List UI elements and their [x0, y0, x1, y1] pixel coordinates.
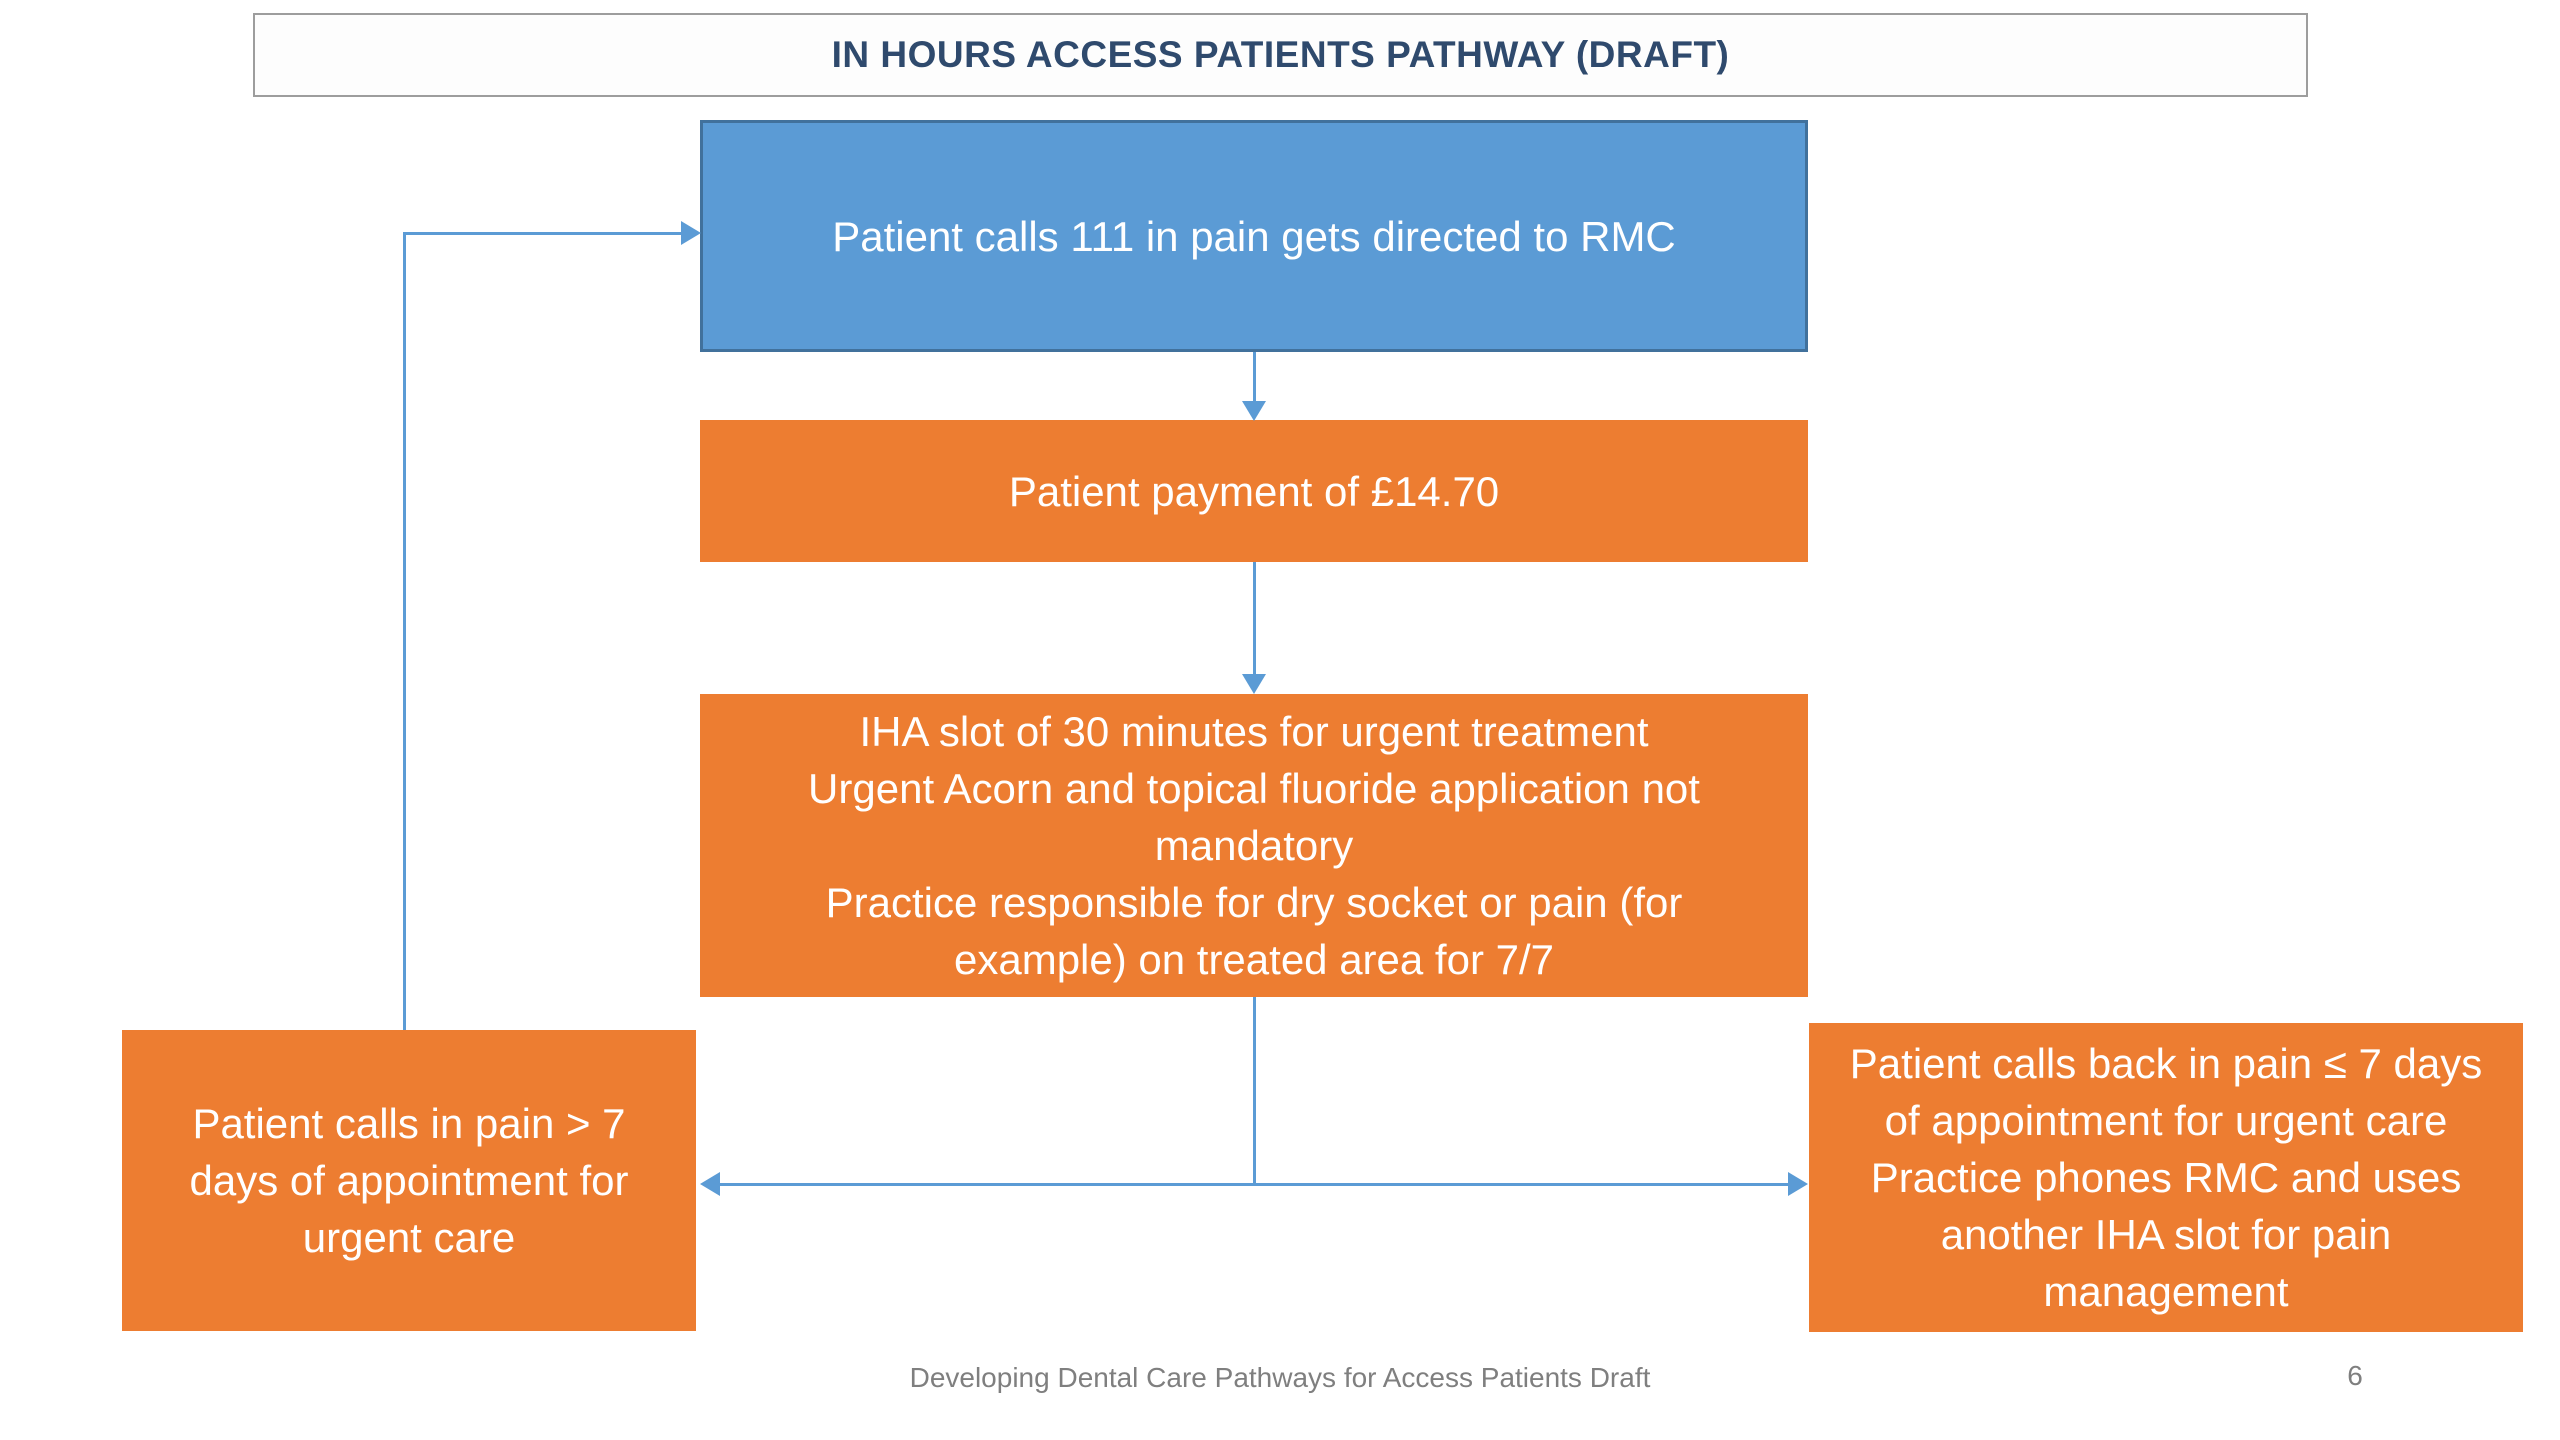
connector-payment-to-iha-line — [1253, 562, 1256, 675]
node-iha-slot-line-2: Urgent Acorn and topical fluoride applic… — [808, 765, 1700, 869]
arrowhead-down-payment-icon — [1242, 401, 1266, 421]
node-early-caller-line-1: Patient calls back in pain ≤ 7 days of a… — [1849, 1040, 2483, 1144]
node-iha-slot-line-1: IHA slot of 30 minutes for urgent treatm… — [859, 708, 1649, 755]
page-number: 6 — [2347, 1360, 2363, 1391]
node-patient-calls-111-label: Patient calls 111 in pain gets directed … — [832, 212, 1676, 260]
connector-loopback-horizontal — [403, 232, 683, 235]
node-late-caller: Patient calls in pain > 7 days of appoin… — [122, 1030, 696, 1331]
page-title: IN HOURS ACCESS PATIENTS PATHWAY (DRAFT) — [831, 34, 1730, 75]
footer-caption: Developing Dental Care Pathways for Acce… — [909, 1362, 1651, 1393]
node-patient-payment: Patient payment of £14.70 — [700, 420, 1808, 562]
node-patient-payment-label: Patient payment of £14.70 — [1008, 467, 1500, 515]
arrowhead-right-early-caller-icon — [1788, 1172, 1808, 1196]
title-banner: IN HOURS ACCESS PATIENTS PATHWAY (DRAFT) — [253, 13, 2308, 97]
node-early-caller: Patient calls back in pain ≤ 7 days of a… — [1809, 1023, 2523, 1332]
node-patient-calls-111: Patient calls 111 in pain gets directed … — [700, 120, 1808, 352]
connector-iha-split-stem — [1253, 997, 1256, 1185]
connector-iha-split-horizontal — [718, 1183, 1790, 1186]
arrowhead-down-iha-icon — [1242, 674, 1266, 694]
node-iha-slot: IHA slot of 30 minutes for urgent treatm… — [700, 694, 1808, 997]
node-early-caller-line-2: Practice phones RMC and uses another IHA… — [1870, 1154, 2462, 1315]
arrowhead-left-late-caller-icon — [700, 1172, 720, 1196]
arrowhead-right-call111-icon — [681, 221, 701, 245]
node-late-caller-label: Patient calls in pain > 7 days of appoin… — [189, 1100, 629, 1261]
connector-loopback-vertical — [403, 232, 406, 1030]
node-iha-slot-line-3: Practice responsible for dry socket or p… — [825, 879, 1683, 983]
connector-call111-to-payment-line — [1253, 352, 1256, 403]
